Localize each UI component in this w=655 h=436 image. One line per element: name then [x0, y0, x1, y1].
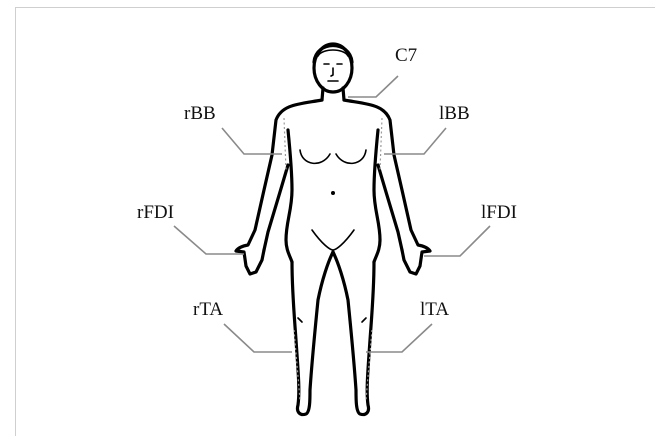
- rbb-muscle: [284, 118, 286, 170]
- chest: [300, 150, 330, 163]
- rta-leader: [224, 324, 292, 352]
- label-lbb: lBB: [439, 104, 470, 123]
- face: [324, 64, 342, 81]
- label-rfdi: rFDI: [137, 203, 174, 222]
- left-side-outline: [236, 100, 322, 274]
- lfdi-leader: [424, 226, 490, 256]
- c7-leader: [348, 76, 398, 97]
- right-side-outline: [344, 100, 430, 274]
- rfdi-leader: [174, 226, 244, 254]
- label-rta: rTA: [193, 300, 223, 319]
- lbb-muscle: [380, 118, 382, 170]
- label-c7: C7: [395, 46, 417, 65]
- label-rbb: rBB: [184, 104, 216, 123]
- pelvis: [312, 230, 354, 250]
- label-lfdi: lFDI: [481, 203, 517, 222]
- left-leg: [292, 252, 333, 415]
- right-leg: [333, 252, 374, 415]
- human-figure: [236, 44, 430, 415]
- torso: [286, 130, 292, 262]
- lta-leader: [366, 324, 432, 352]
- label-lta: lTA: [420, 300, 449, 319]
